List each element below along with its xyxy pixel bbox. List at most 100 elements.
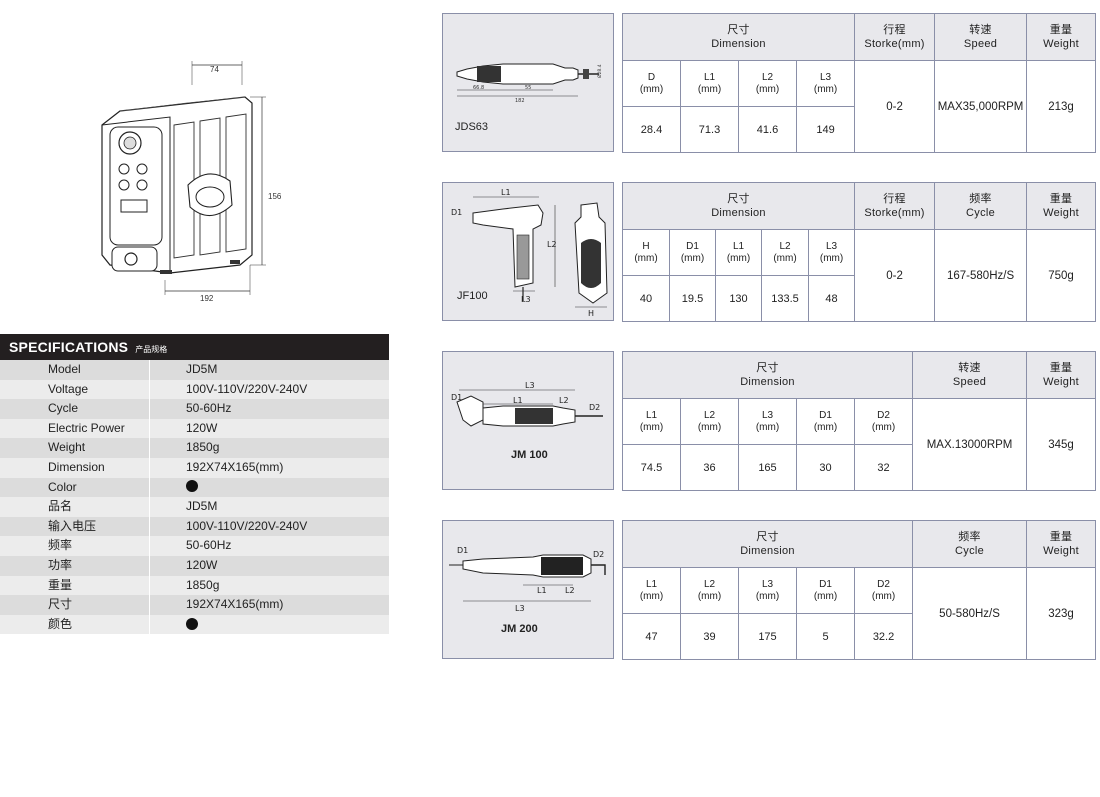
col-header: D1(mm) [669, 229, 716, 276]
specifications-title-cn: 产品规格 [135, 345, 168, 354]
col-value: 133.5 [761, 275, 809, 322]
product-model-label: JM 200 [501, 623, 538, 635]
spec-row: Color [0, 477, 389, 498]
spec-key: 频率 [0, 536, 150, 556]
col-value: 19.5 [669, 275, 716, 322]
col-value: 32 [853, 444, 914, 491]
jm100-dim-d2: D2 [589, 403, 600, 412]
jm100-dim-d1: D1 [451, 393, 462, 402]
spec-value [150, 615, 389, 635]
col-header: D2(mm) [853, 567, 914, 614]
spec-key: Voltage [0, 379, 150, 400]
col-header: L2(mm) [738, 60, 797, 107]
col-value: 149 [795, 106, 856, 153]
col-header: L1(mm) [680, 60, 739, 107]
weight-value: 323g [1026, 567, 1097, 660]
spec-key: 重量 [0, 575, 150, 596]
col-value: 28.4 [622, 106, 681, 153]
spec-row: Dimension 192X74X165(mm) [0, 457, 389, 478]
handpiece-drawing-jf100: L1 D1 L2 L3 H [451, 188, 608, 318]
spec-row: 重量 1850g [0, 575, 389, 596]
product-image-jds63: 66.8 55 182 Ø28.4 JDS63 [442, 13, 614, 152]
product-image-jm200: D1 D2 L1 L2 L3 JM 200 [442, 520, 614, 659]
spec-key: 输入电压 [0, 516, 150, 537]
col-value: 130 [715, 275, 762, 322]
stroke-value: 0-2 [854, 229, 936, 322]
col-header: L3(mm) [738, 398, 797, 445]
col-header: H(mm) [622, 229, 670, 276]
jm200-dim-l1: L1 [537, 586, 547, 595]
handpiece-drawing-jm100: L3 D1 L1 L2 D2 [451, 381, 603, 427]
jm200-dim-l2: L2 [565, 586, 575, 595]
speed-value: MAX35,000RPM [934, 60, 1028, 153]
col-value: 36 [680, 444, 739, 491]
dim-top-label: 74 [210, 65, 219, 74]
col-header: L2(mm) [680, 398, 739, 445]
spec-value: 100V-110V/220V-240V [186, 518, 308, 533]
col-value: 71.3 [680, 106, 739, 153]
weight-value: 213g [1026, 60, 1097, 153]
spec-row: Electric Power 120W [0, 418, 389, 439]
weight-value: 750g [1026, 229, 1097, 322]
black-color-swatch-icon [186, 617, 198, 630]
dim-bottom-label: 192 [200, 294, 214, 303]
col-value: 175 [738, 613, 797, 660]
col-header: D2(mm) [853, 398, 914, 445]
spec-key: Dimension [0, 457, 150, 478]
dim-side-label: 156 [268, 192, 282, 201]
col-value: 41.6 [738, 106, 797, 153]
spec-key: 品名 [0, 497, 150, 517]
spec-value: JD5M [186, 499, 218, 514]
jm200-dim-d1: D1 [457, 546, 468, 555]
col-value: 5 [796, 613, 855, 660]
col-header: L1(mm) [715, 229, 762, 276]
col-header: D1(mm) [796, 398, 855, 445]
col-header: D1(mm) [796, 567, 855, 614]
handpiece-drawing-jm200: D1 D2 L1 L2 L3 [449, 546, 606, 613]
spec-key: 颜色 [0, 614, 150, 635]
spec-key: 尺寸 [0, 595, 150, 615]
product-image-jm100: L3 D1 L1 L2 D2 JM 100 [442, 351, 614, 490]
device-drawing: 74 156 192 [101, 61, 282, 303]
spec-value: 120W [186, 420, 218, 435]
spec-row: 输入电压 100V-110V/220V-240V [0, 516, 389, 537]
spec-key: Cycle [0, 399, 150, 419]
jf100-dim-h: H [588, 309, 594, 318]
cycle-value: 167-580Hz/S [934, 229, 1028, 322]
spec-value: 1850g [186, 577, 220, 592]
col-value: 165 [738, 444, 797, 491]
col-header: L2(mm) [761, 229, 809, 276]
specifications-header: SPECIFICATIONS 产品规格 [0, 334, 389, 360]
spec-key: Electric Power [0, 418, 150, 439]
product-model-label: JM 100 [511, 449, 548, 461]
spec-value [150, 478, 389, 498]
jm100-dim-l1: L1 [513, 396, 523, 405]
jds63-dim-b: 55 [525, 85, 531, 91]
spec-row: 品名 JD5M [0, 497, 389, 517]
col-value: 47 [622, 613, 681, 660]
jf100-dim-l1: L1 [501, 188, 511, 197]
weight-value: 345g [1026, 398, 1097, 491]
jds63-dim-a: 66.8 [473, 85, 484, 91]
spec-value: 192X74X165(mm) [186, 459, 284, 474]
spec-key: Color [0, 477, 150, 498]
col-value: 30 [796, 444, 855, 491]
